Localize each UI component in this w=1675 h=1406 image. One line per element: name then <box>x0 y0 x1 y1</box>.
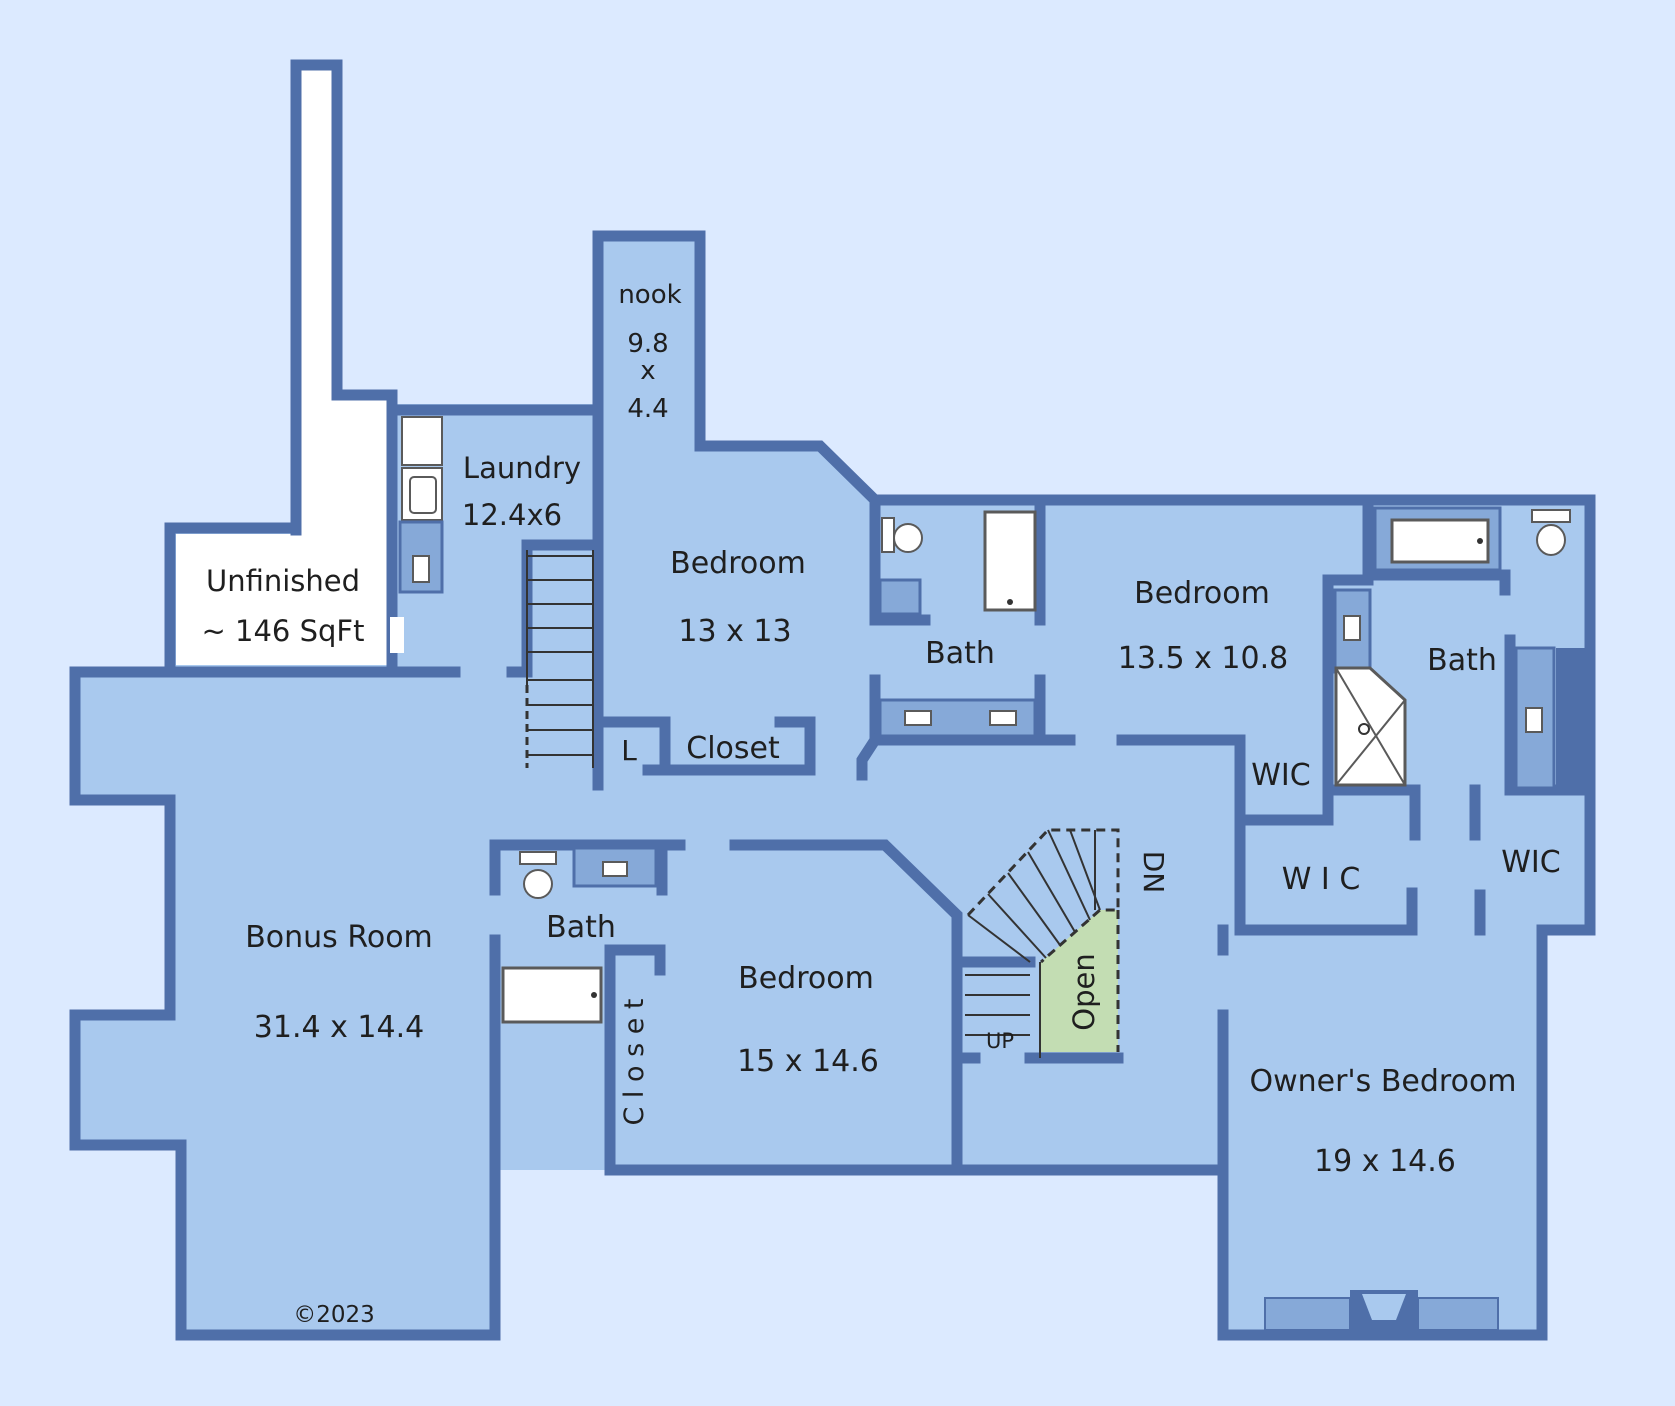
bath3-sink-right-icon <box>1525 707 1543 733</box>
wic3-label: WIC <box>1501 845 1560 880</box>
unfinished-label-patch <box>390 617 404 653</box>
bath2-sink-left-icon <box>904 710 932 726</box>
laundry-dims: 12.4x6 <box>462 498 562 532</box>
unfinished-dims: ~ 146 SqFt <box>202 614 365 648</box>
wall-left-exterior <box>69 666 501 1341</box>
bedroom3-name: Bedroom <box>738 961 874 996</box>
wall-wic1 <box>1234 574 1374 826</box>
wall-bath2-left <box>869 494 931 626</box>
stair-center-step <box>1069 829 1101 911</box>
bath3-toilet-tank-icon <box>1531 509 1571 523</box>
laundry-sink-icon <box>412 555 430 583</box>
wall-bedroom3-top <box>729 839 963 1176</box>
stair-left <box>525 550 594 768</box>
bath3-drain-icon <box>1477 538 1483 544</box>
bath1-toilet-icon <box>523 869 553 899</box>
bath3-name: Bath <box>1427 643 1497 678</box>
bath2-drain-icon <box>1007 599 1013 605</box>
washer-icon <box>401 416 443 466</box>
bedroom1-dims: 13 x 13 <box>678 614 791 649</box>
stair-center-step <box>1047 829 1091 921</box>
bath2-toilet-icon <box>893 523 923 553</box>
bath2-cabinet <box>878 578 922 616</box>
bedroom3-dims: 15 x 14.6 <box>737 1044 879 1079</box>
owners-bedroom-dims: 19 x 14.6 <box>1314 1144 1456 1179</box>
stairs <box>525 550 1120 1058</box>
bath2-tub-icon <box>983 510 1037 612</box>
shower-line-1 <box>1335 667 1406 786</box>
wall-bedroom1-top <box>694 440 1596 506</box>
nook-dim-b: 4.4 <box>627 394 668 424</box>
closet1-label: Closet <box>686 731 780 766</box>
wall-bath3-right <box>1504 634 1596 796</box>
fixtures <box>398 416 1586 1331</box>
wic1-label: WIC <box>1251 758 1310 793</box>
wall-middle-bottom <box>604 944 1229 1176</box>
nook-dim-x: x <box>640 356 655 386</box>
stair-up-label: UP <box>986 1029 1014 1053</box>
bath1-sink-icon <box>602 861 628 877</box>
bedroom1-name: Bedroom <box>670 546 806 581</box>
room-labels: nook 9.8 x 4.4 Laundry 12.4x6 Unfinished… <box>202 280 1561 1328</box>
bath2-sink-right-icon <box>989 710 1017 726</box>
bedroom2-dims: 13.5 x 10.8 <box>1118 641 1288 676</box>
stair-center-dashed-outline <box>966 828 1120 964</box>
closet2-label: C l o s e t <box>619 998 650 1125</box>
wall-bath3-bottom <box>1322 784 1421 841</box>
bath2-toilet-tank-icon <box>881 517 895 553</box>
copyright: ©2023 <box>293 1302 375 1328</box>
bonus-room-name: Bonus Room <box>245 920 433 955</box>
stair-center-step <box>1007 872 1061 946</box>
floor-shape-main <box>75 65 1590 1335</box>
owners-bedroom-name: Owner's Bedroom <box>1249 1064 1516 1099</box>
nook-name: nook <box>618 280 681 310</box>
bonus-room-dims: 31.4 x 14.4 <box>254 1010 424 1045</box>
wall-unfinished-chase <box>290 59 398 671</box>
stair-center-step <box>1027 851 1076 933</box>
wall-right-exterior <box>1217 494 1596 1341</box>
bath1-drain-icon <box>591 992 597 998</box>
built-in-right <box>1417 1297 1499 1331</box>
wall-bedroom2-bottom <box>1116 734 1418 936</box>
open-area-label: Open <box>1067 953 1101 1030</box>
bath1-toilet-tank-icon <box>519 851 557 865</box>
stair-center-step <box>987 893 1047 959</box>
wall-nook <box>592 230 706 452</box>
wall-bath1-bottom <box>604 944 666 976</box>
wall-closet-bedroom1 <box>642 716 816 776</box>
linen-label: L <box>621 734 637 767</box>
shower-line-2 <box>1335 699 1406 786</box>
shower-drain-icon <box>1358 723 1370 735</box>
wall-bath2-corner <box>856 732 883 781</box>
wic2-label: W I C <box>1282 862 1361 897</box>
dryer-door-icon <box>409 476 437 514</box>
unfinished-name: Unfinished <box>206 564 360 598</box>
stair-down-label: DN <box>1137 851 1170 894</box>
bedroom2-name: Bedroom <box>1134 576 1270 611</box>
bath2-name: Bath <box>925 636 995 671</box>
bath3-tub-icon <box>1390 518 1490 564</box>
wall-linen <box>597 716 671 776</box>
bath3-sink-left-icon <box>1343 615 1361 641</box>
bath3-cabinet-dark <box>1556 648 1586 788</box>
fireplace-hearth-icon <box>1362 1294 1406 1320</box>
wall-bath3-divider <box>1362 494 1511 596</box>
wall-bath1-top <box>489 839 686 896</box>
nook-dim-a: 9.8 <box>627 329 668 359</box>
bath1-name: Bath <box>546 910 616 945</box>
bath1-tub-icon <box>501 966 603 1024</box>
bath3-toilet-icon <box>1536 524 1566 556</box>
laundry-name: Laundry <box>463 451 581 485</box>
wall-unfinished-left <box>164 522 302 674</box>
stair-center-down <box>965 828 1120 1058</box>
stair-center-step <box>967 914 1031 963</box>
built-in-left <box>1264 1297 1351 1331</box>
